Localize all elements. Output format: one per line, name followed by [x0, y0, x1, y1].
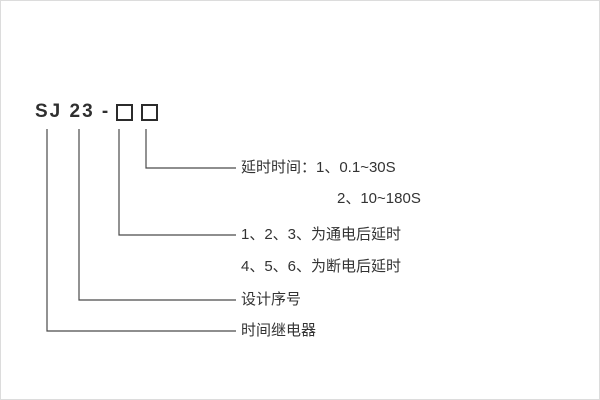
model-code-text: SJ 23 - [35, 101, 111, 122]
connector-line-design-serial [78, 129, 236, 301]
model-code: SJ 23 - [35, 101, 159, 123]
connector-line-device-name [46, 129, 236, 332]
label-delay-time: 延时时间：1、0.1~30S [241, 159, 396, 176]
label-power-off-delay: 4、5、6、为断电后延时 [241, 258, 402, 275]
label-device-name: 时间继电器 [241, 322, 317, 339]
label-power-on-delay: 1、2、3、为通电后延时 [241, 226, 402, 243]
placeholder-box-2-icon [141, 104, 159, 121]
label-design-serial: 设计序号 [241, 291, 302, 308]
placeholder-box-1-icon [116, 104, 134, 121]
connector-line-delay-time [145, 129, 236, 169]
label-delay-time-option-2: 2、10~180S [337, 190, 421, 207]
connector-line-delay-mode [118, 129, 236, 236]
